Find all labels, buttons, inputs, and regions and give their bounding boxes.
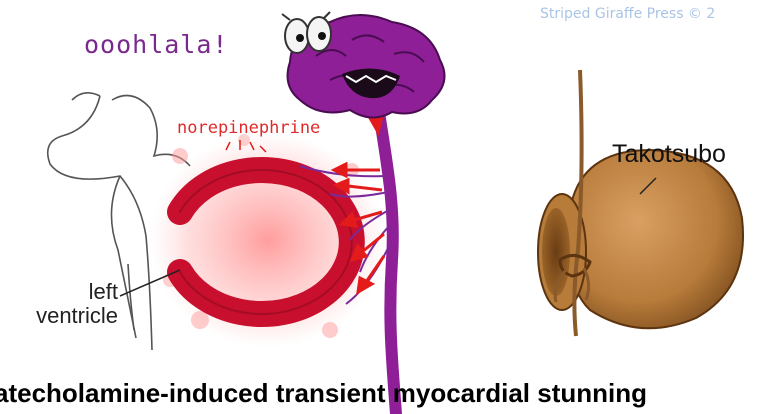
takotsubo-pot bbox=[538, 70, 743, 336]
cartoon-eyes bbox=[282, 12, 331, 53]
exclamation-text: ooohlala! bbox=[84, 30, 228, 59]
takotsubo-label: Takotsubo bbox=[612, 140, 726, 169]
left-ventricle-label: left ventricle bbox=[14, 280, 118, 328]
copyright-credit: Striped Giraffe Press © 2 bbox=[540, 6, 715, 22]
norepinephrine-label: norepinephrine bbox=[177, 118, 320, 138]
caption: atecholamine-induced transient myocardia… bbox=[0, 378, 647, 409]
left-ventricle-label-line2: ventricle bbox=[14, 304, 118, 328]
left-ventricle-label-line1: left bbox=[14, 280, 118, 304]
